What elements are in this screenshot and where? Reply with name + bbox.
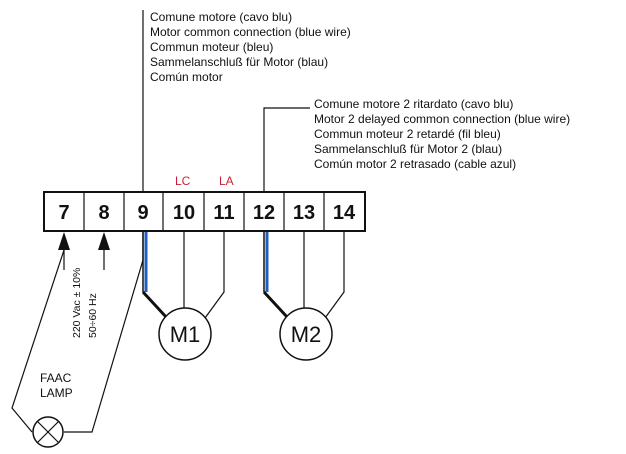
motor2-common-line-it: Comune motore 2 ritardato (cavo blu) xyxy=(314,97,513,111)
lamp-wire-left xyxy=(11,249,65,433)
motor2-common-label: Comune motore 2 ritardato (cavo blu) Mot… xyxy=(314,97,570,171)
terminal-10: 10 xyxy=(173,202,195,224)
terminal-14: 14 xyxy=(333,202,356,224)
terminal-8: 8 xyxy=(98,202,109,224)
la-tag: LA xyxy=(219,174,234,188)
motor1-wire-11 xyxy=(204,232,225,319)
terminal-12: 12 xyxy=(253,202,275,224)
motor2-common-line-fr: Commun moteur 2 retardé (fil bleu) xyxy=(314,127,501,141)
supply-frequency: 50÷60 Hz xyxy=(87,293,99,338)
terminal-13: 13 xyxy=(293,202,315,224)
power-input: 220 Vac ± 10% 50÷60 Hz xyxy=(58,232,110,338)
arrow-up-icon xyxy=(58,232,70,250)
motor2-wire-14 xyxy=(324,232,345,319)
motor1-common-line-de: Sammelanschluß für Motor (blau) xyxy=(150,55,328,69)
motor1-label: M1 xyxy=(170,322,201,347)
terminal-7: 7 xyxy=(58,202,69,224)
motor1-common-label: Comune motore (cavo blu) Motor common co… xyxy=(150,10,351,84)
motor1-common-line-es: Común motor xyxy=(150,70,223,84)
motor2-common-lead xyxy=(262,290,290,320)
lamp-cross xyxy=(36,420,60,444)
supply-voltage: 220 Vac ± 10% xyxy=(71,268,83,338)
arrow-up-icon xyxy=(98,232,110,250)
terminal-11: 11 xyxy=(213,202,234,224)
lc-tag: LC xyxy=(175,174,191,188)
motor1-common-line-it: Comune motore (cavo blu) xyxy=(150,10,292,24)
motor2-common-line-en: Motor 2 delayed common connection (blue … xyxy=(314,112,570,126)
motor2-common-leader xyxy=(263,107,310,192)
motor2-common-line-de: Sammelanschluß für Motor 2 (blau) xyxy=(314,142,502,156)
lamp-label-type: LAMP xyxy=(40,386,73,400)
motor2-common-line-es: Común motor 2 retrasado (cable azul) xyxy=(314,157,516,171)
motor1-common-line-fr: Commun moteur (bleu) xyxy=(150,40,273,54)
motor1-common-lead xyxy=(141,290,169,320)
terminal-9: 9 xyxy=(137,202,148,224)
lamp-label-brand: FAAC xyxy=(40,371,72,385)
lamp xyxy=(32,416,64,448)
motor2-label: M2 xyxy=(291,322,322,347)
motor1-common-line-en: Motor common connection (blue wire) xyxy=(150,25,351,39)
motor1-symbol xyxy=(158,307,212,361)
motor2-symbol xyxy=(279,307,333,361)
terminal-block: 7 8 9 10 11 12 13 14 xyxy=(43,191,366,232)
